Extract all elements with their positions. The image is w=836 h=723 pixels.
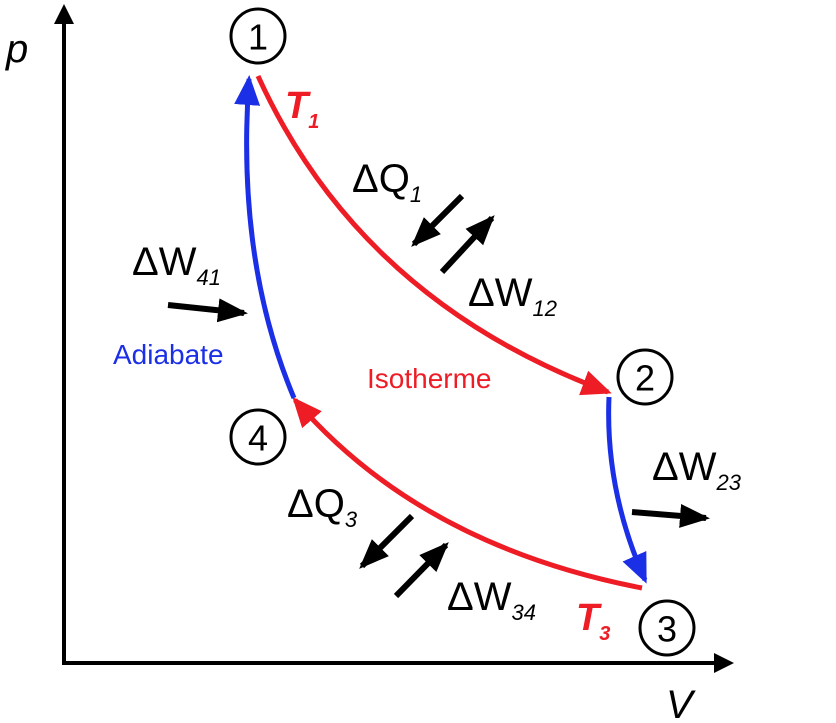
state-4: 4 — [229, 408, 287, 466]
x-axis-label: V — [666, 683, 696, 723]
isotherm-1-2 — [255, 74, 612, 396]
label-dq3: ΔQ3 — [287, 482, 358, 532]
adiabat-2-3 — [606, 396, 648, 584]
svg-text:4: 4 — [248, 418, 268, 459]
label-dw12: ΔW12 — [468, 271, 557, 321]
temperature-t1: T1 — [285, 85, 319, 133]
label-dw23: ΔW23 — [652, 445, 742, 495]
state-3: 3 — [638, 599, 696, 657]
svg-text:1: 1 — [248, 17, 268, 58]
y-axis-label: p — [5, 27, 28, 71]
arrow-dw34-in — [393, 542, 449, 599]
label-isotherme: Isotherme — [367, 363, 492, 394]
arrow-dq3-out — [359, 513, 415, 569]
svg-text:3: 3 — [657, 609, 677, 650]
label-dq1: ΔQ1 — [352, 157, 422, 207]
arrow-dq1-in — [411, 193, 465, 247]
label-adiabate: Adiabate — [113, 339, 224, 370]
label-dw34: ΔW34 — [447, 575, 536, 625]
state-2: 2 — [616, 348, 674, 406]
label-dw41: ΔW41 — [132, 240, 221, 290]
isotherm-3-4 — [292, 396, 643, 591]
adiabat-4-1 — [234, 75, 297, 399]
arrow-dw41-in — [167, 298, 248, 323]
svg-text:2: 2 — [635, 358, 655, 399]
state-1: 1 — [229, 7, 287, 65]
arrow-dw12-out — [439, 215, 495, 275]
arrow-dw23-out — [631, 503, 710, 528]
temperature-t3: T3 — [576, 597, 610, 645]
